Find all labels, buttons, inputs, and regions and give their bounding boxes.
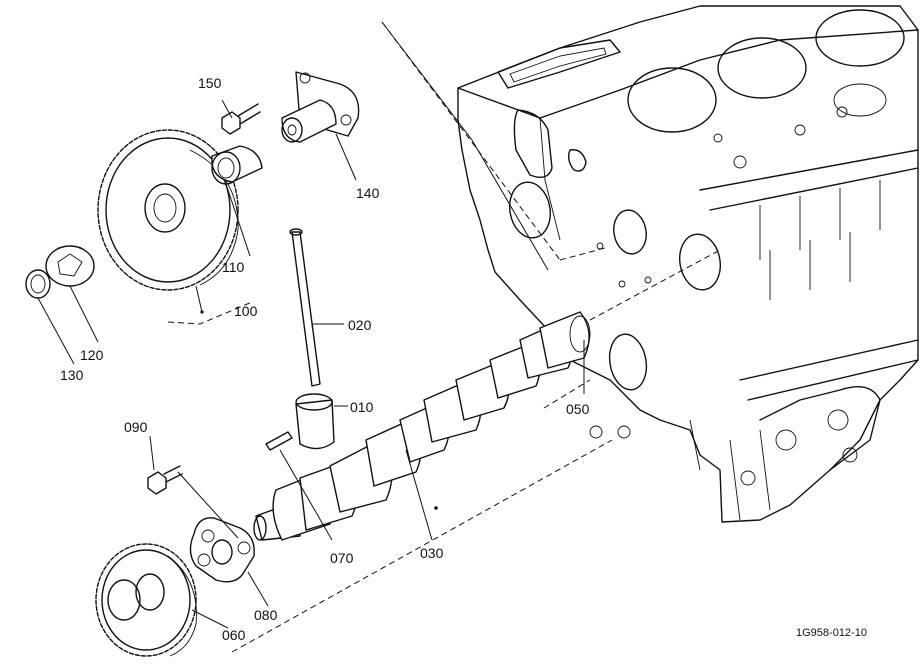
reference-code: 1G958-012-10 xyxy=(796,627,867,639)
label-080: 080 xyxy=(254,607,278,623)
label-060: 060 xyxy=(222,627,246,643)
label-030: 030 xyxy=(420,545,444,561)
label-150: 150 xyxy=(198,75,222,91)
circlip xyxy=(25,269,51,299)
label-130: 130 xyxy=(60,367,84,383)
label-090: 090 xyxy=(124,419,148,435)
cam-gear xyxy=(95,543,197,657)
label-020: 020 xyxy=(348,317,372,333)
camshaft-stopper-plate xyxy=(189,517,255,583)
idle-gear-shaft xyxy=(281,71,360,143)
stopper-bolt xyxy=(147,465,183,495)
idle-gear-assembly xyxy=(25,71,360,299)
engine-block xyxy=(457,5,919,523)
label-100: 100 xyxy=(234,303,258,319)
idle-gear xyxy=(97,129,239,291)
idle-gear-bushing xyxy=(211,145,263,185)
label-140: 140 xyxy=(356,185,380,201)
group-lines xyxy=(167,21,721,653)
label-050: 050 xyxy=(566,401,590,417)
push-rod xyxy=(289,228,321,387)
camshaft xyxy=(253,311,591,541)
label-010: 010 xyxy=(350,399,374,415)
woodruff-key xyxy=(265,431,293,451)
label-070: 070 xyxy=(330,550,354,566)
thrust-washer xyxy=(45,245,95,287)
part-labels: 150 140 110 100 020 120 130 010 050 090 … xyxy=(60,75,590,643)
label-120: 120 xyxy=(80,347,104,363)
label-110: 110 xyxy=(222,259,245,275)
leader-lines xyxy=(37,99,585,629)
hex-bolt xyxy=(221,103,261,135)
tappet xyxy=(295,393,335,450)
